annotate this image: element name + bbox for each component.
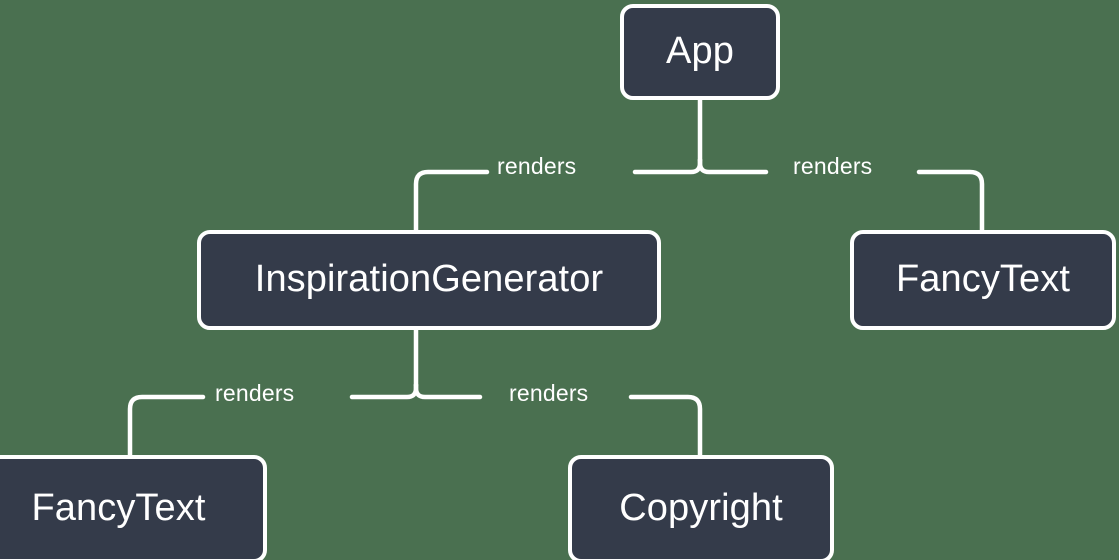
node-fancy-text-right-label: FancyText [895, 257, 1071, 300]
edge-app-fork-right [697, 157, 769, 175]
node-copyright[interactable]: Copyright [568, 455, 834, 560]
edge-inspgen-to-copyright-run [628, 394, 703, 458]
node-app[interactable]: App [620, 4, 780, 100]
edge-label-inspiration-generator-to-copyright: renders [509, 380, 589, 406]
node-inspiration-generator[interactable]: InspirationGenerator [197, 230, 661, 330]
node-fancy-text-left-label: FancyText [31, 486, 206, 529]
edge-inspgen-fork-left [349, 382, 419, 400]
node-fancy-text-left[interactable]: FancyText [0, 455, 267, 560]
edge-inspgen-to-fancyleft-run [127, 394, 206, 458]
edge-app-to-fancyright-run [916, 169, 985, 233]
node-fancy-text-right[interactable]: FancyText [850, 230, 1116, 330]
node-copyright-label: Copyright [619, 486, 783, 529]
edge-app-to-inspgen-run [413, 169, 490, 233]
edge-app-fork-left [632, 157, 703, 175]
edge-label-inspiration-generator-to-fancy-text-left: renders [215, 380, 295, 406]
node-inspiration-generator-label: InspirationGenerator [254, 257, 604, 300]
edge-label-app-to-inspiration-generator: renders [497, 153, 577, 179]
edge-inspgen-fork-right [413, 382, 483, 400]
node-app-label: App [666, 29, 734, 72]
edge-label-app-to-fancy-text-right: renders [793, 153, 873, 179]
